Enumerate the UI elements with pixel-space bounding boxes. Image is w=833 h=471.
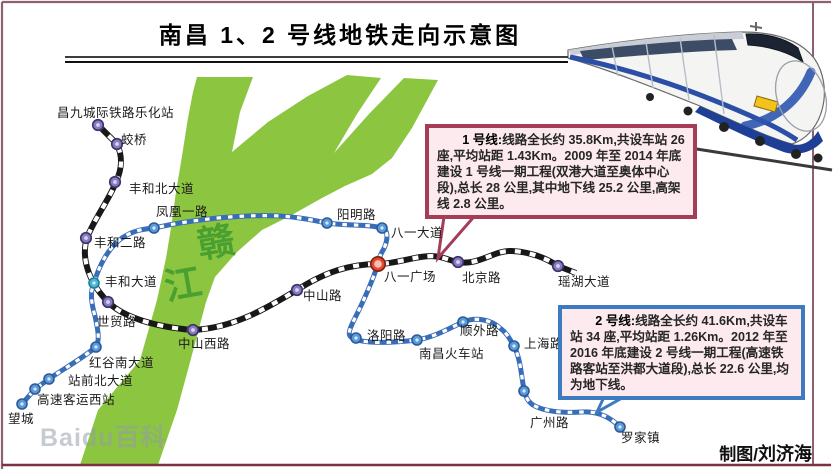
line2-station-dot-core — [152, 226, 156, 230]
train-nose-stripe — [740, 67, 816, 131]
credit-prefix: 制图/ — [719, 445, 758, 464]
line2-station-dot-core — [380, 226, 384, 230]
line2-station-dot-core — [33, 387, 37, 391]
line2-station-dot-core — [325, 221, 329, 225]
river-name-char: 赣 — [194, 217, 239, 267]
line1-info-text: 线路全长约 35.8Km,共设车站 26 座,平均站距 1.43Km。2009 … — [437, 133, 685, 211]
line2-station-dot-core — [522, 389, 526, 393]
line2-station-dot-core — [354, 336, 358, 340]
train-skirt — [695, 106, 823, 154]
line2-station-dot-core — [618, 425, 622, 429]
train-track — [689, 146, 833, 172]
credit: 制图/刘济海 — [719, 444, 812, 465]
river-name-char: 江 — [161, 259, 205, 309]
line2-info-box: 2 号线:线路全长约 41.6Km,共设车站 34 座,平均站距 1.26Km。… — [558, 305, 805, 400]
page-title: 南昌 1、2 号线地铁走向示意图 — [158, 22, 522, 48]
train-nose-cowl — [774, 60, 828, 132]
line1-station-dot-core — [456, 260, 460, 264]
train-antenna-bar — [749, 25, 763, 29]
line1-station-dot-core — [556, 264, 560, 268]
train-car-separators — [611, 34, 725, 115]
line2-station-dot-core — [92, 281, 96, 285]
train-window-band — [580, 39, 737, 60]
interchange-station-dot-core — [374, 260, 382, 268]
line1-info-label: 1 号线: — [462, 133, 503, 147]
credit-author: 刘济海 — [758, 444, 812, 464]
line2-station-dot-core — [461, 320, 465, 324]
line1-station-dot-core — [96, 123, 100, 127]
title-underline — [65, 56, 568, 63]
gan-river — [80, 75, 438, 465]
line2-station-dot-core — [512, 344, 516, 348]
line1-station-dot-core — [295, 288, 299, 292]
line2-station-dot-core — [415, 338, 419, 342]
train-illustration — [567, 22, 833, 172]
line2-station-dot-core — [20, 402, 24, 406]
watermark: Baidu百科 — [40, 424, 167, 452]
line1-station-dot-core — [106, 300, 110, 304]
line2-station-dot-core — [47, 377, 51, 381]
train-headlight — [753, 95, 779, 113]
line2-info-text: 线路全长约 41.6Km,共设车站 34 座,平均站距 1.26Km。2012 … — [570, 314, 790, 392]
train-side-stripe — [569, 54, 799, 143]
line2-station-dot-core — [94, 345, 98, 349]
train-wheels — [646, 93, 823, 163]
line2-info-label: 2 号线: — [595, 314, 636, 328]
line1-station-dot-core — [115, 142, 119, 146]
line1-station-dot-core — [113, 180, 117, 184]
line1-station-dot-core — [84, 236, 88, 240]
line1-station-dot-core — [191, 328, 195, 332]
line1-info-box: 1 号线:线路全长约 35.8Km,共设车站 26 座,平均站距 1.43Km。… — [425, 124, 697, 219]
